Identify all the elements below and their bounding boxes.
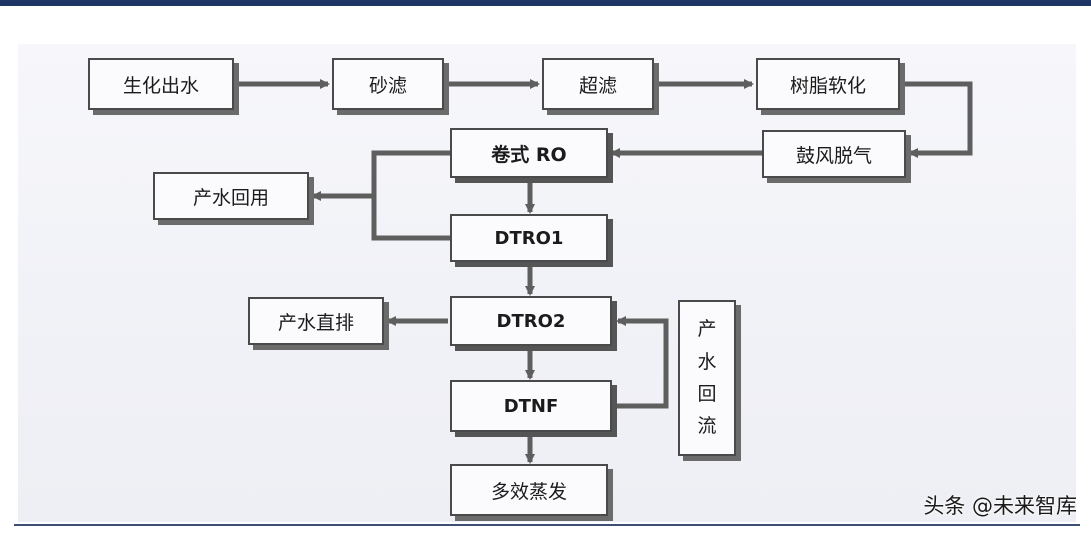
watermark-text: 头条 @未来智库 <box>923 494 1077 518</box>
node-product-discharge: 产水直排 <box>248 297 384 345</box>
node-dtro2: DTRO2 <box>450 296 612 346</box>
node-blower-degassing: 鼓风脱气 <box>762 130 906 178</box>
node-biochem-effluent: 生化出水 <box>88 58 234 110</box>
node-sand-filter: 砂滤 <box>332 58 444 110</box>
bottom-divider <box>14 524 1080 526</box>
node-resin-softening: 树脂软化 <box>756 58 900 110</box>
reflux-char-2: 水 <box>697 350 717 373</box>
reflux-char-4: 流 <box>697 415 717 438</box>
arrow-ro-loop <box>371 150 450 241</box>
node-ultrafiltration: 超滤 <box>542 58 654 110</box>
reflux-char-3: 回 <box>697 383 717 405</box>
top-accent-bar <box>0 0 1091 6</box>
node-dtro1: DTRO1 <box>450 214 608 262</box>
arrow-reflux-loop <box>612 316 669 409</box>
node-spiral-ro: 卷式 RO <box>450 128 608 178</box>
node-product-reuse: 产水回用 <box>153 172 309 220</box>
arrow-resin-to-degassing <box>900 81 973 158</box>
node-product-reflux: 产 水 回 流 <box>678 300 736 456</box>
reflux-char-1: 产 <box>697 318 717 341</box>
node-dtnf: DTNF <box>450 380 612 432</box>
scan-background <box>18 44 1076 522</box>
node-multi-effect-evaporation: 多效蒸发 <box>450 464 608 516</box>
